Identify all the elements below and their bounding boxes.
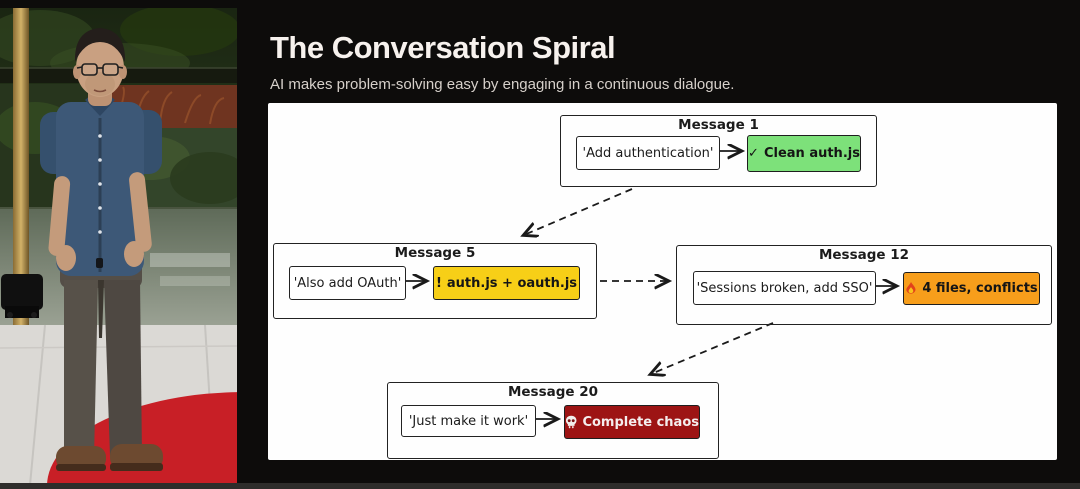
result-box-critical: Complete chaos [564, 405, 700, 439]
result-label: Clean auth.js [763, 146, 860, 161]
solid-arrows [403, 151, 896, 419]
message-group-title: Message 20 [507, 384, 599, 400]
message-group-20: Message 20 'Just make it work' Complete … [387, 382, 719, 459]
diagram-panel: Message 1 'Add authentication' ✓ Clean a… [268, 103, 1057, 460]
message-group-title: Message 12 [818, 247, 910, 263]
stage-light [1, 274, 43, 318]
message-group-12: Message 12 'Sessions broken, add SSO' 4 … [676, 245, 1052, 325]
shoes [56, 444, 163, 471]
result-box-success: ✓ Clean auth.js [747, 135, 861, 172]
slide-title: The Conversation Spiral [270, 30, 616, 65]
check-icon: ✓ [748, 146, 759, 161]
result-box-danger: 4 files, conflicts [903, 272, 1040, 305]
skull-icon [565, 415, 577, 429]
slide-subtitle: AI makes problem-solving easy by engagin… [270, 76, 735, 93]
dashed-arrows [524, 188, 774, 374]
bottom-bar [0, 483, 1080, 489]
prompt-box: 'Just make it work' [401, 405, 536, 437]
prompt-box: 'Sessions broken, add SSO' [693, 271, 876, 305]
glasses [76, 63, 124, 76]
result-box-warning: ! auth.js + oauth.js [433, 266, 580, 300]
arrows-layer [403, 103, 1057, 460]
pillar [13, 8, 29, 325]
prompt-box: 'Also add OAuth' [289, 266, 406, 300]
fire-icon [906, 281, 916, 294]
message-group-title: Message 1 [678, 117, 759, 133]
result-label: Complete chaos [582, 414, 699, 430]
speaker-person [40, 28, 163, 471]
result-label: auth.js + oauth.js [446, 275, 578, 291]
warning-icon: ! [435, 275, 442, 291]
prompt-box: 'Add authentication' [576, 136, 720, 170]
message-group-1: Message 1 'Add authentication' ✓ Clean a… [560, 115, 877, 187]
result-label: 4 files, conflicts [922, 281, 1038, 296]
message-group-title: Message 5 [394, 245, 476, 261]
lavalier-mic [96, 258, 103, 268]
speaker-photo [0, 8, 237, 485]
speaker-photo-art [0, 8, 237, 485]
message-group-5: Message 5 'Also add OAuth' ! auth.js + o… [273, 243, 597, 319]
hair [74, 28, 126, 62]
